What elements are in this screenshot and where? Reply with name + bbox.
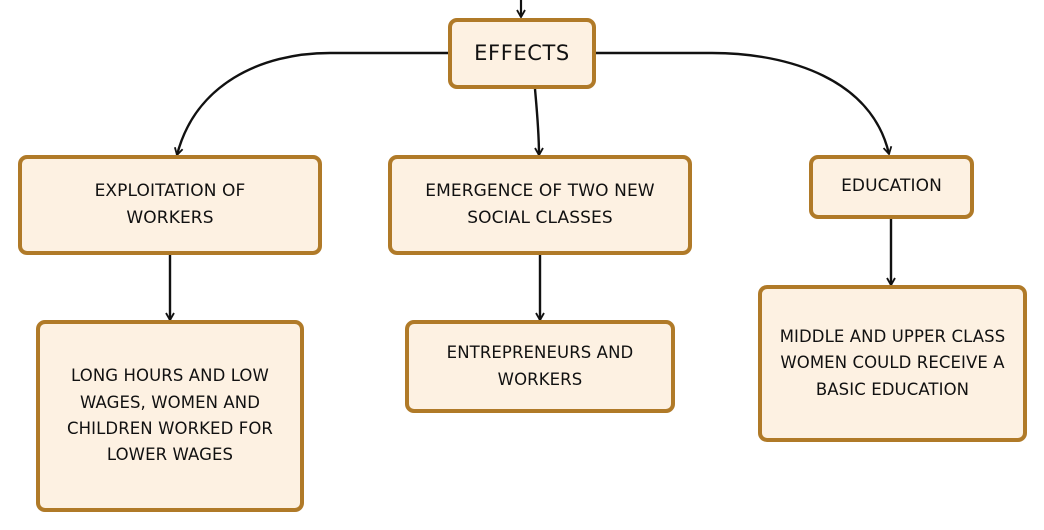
- node-emergence-of-social-classes: EMERGENCE OF TWO NEW SOCIAL CLASSES: [388, 155, 692, 255]
- node-women-basic-education: MIDDLE AND UPPER CLASS WOMEN COULD RECEI…: [758, 285, 1027, 442]
- connector-effects-to-education: [595, 51, 893, 156]
- node-education: EDUCATION: [809, 155, 974, 219]
- node-long-hours-low-wages: LONG HOURS AND LOW WAGES, WOMEN AND CHIL…: [36, 320, 304, 512]
- node-effects: EFFECTS: [448, 18, 596, 89]
- connector-effects-to-classes: [533, 88, 544, 157]
- connector-effects-to-exploitation: [174, 51, 449, 157]
- node-exploitation-of-workers: EXPLOITATION OF WORKERS: [18, 155, 322, 255]
- node-entrepreneurs-and-workers: ENTREPRENEURS AND WORKERS: [405, 320, 675, 413]
